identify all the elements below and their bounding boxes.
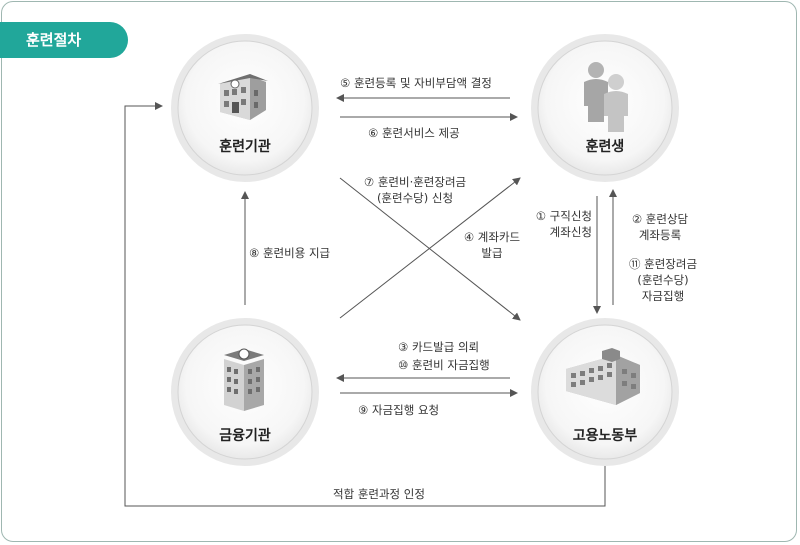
edge-label-e11-line1: ⑪ 훈련장려금 [628,257,698,271]
bank-building-icon [224,348,264,411]
edge-label-bottom: 적합 훈련과정 인정 [333,487,425,501]
arrow-e4 [339,177,521,319]
edge-label-e4: ④ 계좌카드 발급 [452,229,532,261]
edge-label-e7-line2: (훈련수당) 신청 [376,191,454,205]
edge-label-e5: ⑤ 훈련등록 및 자비부담액 결정 [340,76,492,90]
edge-label-e7-line1: ⑦ 훈련비·훈련장려금 [363,175,467,189]
edge-label-e11-line3: 자금집행 [641,289,685,303]
edge-label-e3: ③ 카드발급 의뢰 [398,340,480,354]
edge-label-e8: ⑧ 훈련비용 지급 [249,246,331,260]
edge-label-e10: ⑩ 훈련비 자금집행 [398,358,490,372]
edge-label-e1-line1: ① 구직신청 [535,209,592,223]
edge-label-e1: ① 구직신청 계좌신청 [524,208,592,240]
edge-label-e4-line2: 발급 [481,246,503,260]
edge-label-e11-line2: (훈련수당) [637,273,689,287]
arrow-e7 [339,177,521,321]
edge-label-e4-line1: ④ 계좌카드 [463,230,521,244]
edge-label-e1-line2: 계좌신청 [549,225,592,239]
edge-label-e2-line2: 계좌등록 [638,228,682,242]
node-label-finance: 금융기관 [219,428,271,444]
arrow-bottom-loop [124,102,606,507]
edge-label-e3-e10: ③ 카드발급 의뢰 ⑩ 훈련비 자금집행 [398,338,490,374]
node-label-trainee: 훈련생 [585,139,625,155]
edge-label-e9: ⑨ 자금집행 요청 [358,403,440,417]
people-icon [584,62,628,132]
edge-label-e6: ⑥ 훈련서비스 제공 [368,126,460,140]
office-building-icon [566,348,640,405]
edge-label-e7: ⑦ 훈련비·훈련장려금 (훈련수당) 신청 [345,174,485,206]
school-building-icon [218,74,268,120]
edge-label-e2: ② 훈련상담 계좌등록 [620,211,700,243]
edge-label-e11: ⑪ 훈련장려금 (훈련수당) 자금집행 [620,256,706,304]
node-label-ministry: 고용노동부 [572,428,638,444]
page-title: 훈련절차 [0,22,128,58]
node-label-institution: 훈련기관 [219,139,271,155]
edge-label-e2-line1: ② 훈련상담 [631,212,689,226]
